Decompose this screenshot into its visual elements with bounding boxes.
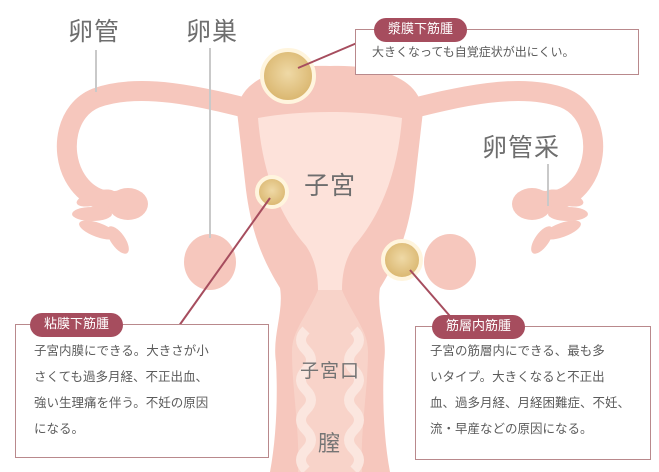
oviduct-label: 卵管 [68,12,120,48]
uterus-label: 子宮 [304,166,356,202]
ovary-label: 卵巣 [186,12,238,48]
intramural-fibroid [383,241,421,279]
fimbria-label: 卵管采 [482,128,560,164]
subserosal-fibroid [262,50,314,102]
submucosal-fibroid [257,177,287,207]
subserosal-text: 大きくなっても自覚症状が出にくい。 [372,40,575,64]
intramural-text: 子宮の筋層内にできる、最も多 いタイプ。大きくなると不正出 血、過多月経、月経困… [430,338,650,442]
subserosal-title: 漿膜下筋腫 [374,18,467,42]
vagina-label: 膣 [318,426,341,458]
right-fimbriae [512,186,588,257]
cervix-label: 子宮口 [300,356,360,383]
submucosal-title: 粘膜下筋腫 [30,313,123,337]
submucosal-callout: 粘膜下筋腫 子宮内膜にできる。大きさが小 さくても過多月経、不正出血、 強い生理… [15,324,269,458]
intramural-callout: 筋層内筋腫 子宮の筋層内にできる、最も多 いタイプ。大きくなると不正出 血、過多… [415,326,651,460]
right-ovary [424,234,476,290]
left-fimbriae [72,186,148,257]
submucosal-text: 子宮内膜にできる。大きさが小 さくても過多月経、不正出血、 強い生理痛を伴う。不… [34,338,264,442]
intramural-title: 筋層内筋腫 [432,315,525,339]
left-fallopian-tube [67,91,262,201]
subserosal-callout: 漿膜下筋腫 大きくなっても自覚症状が出にくい。 [355,29,639,75]
